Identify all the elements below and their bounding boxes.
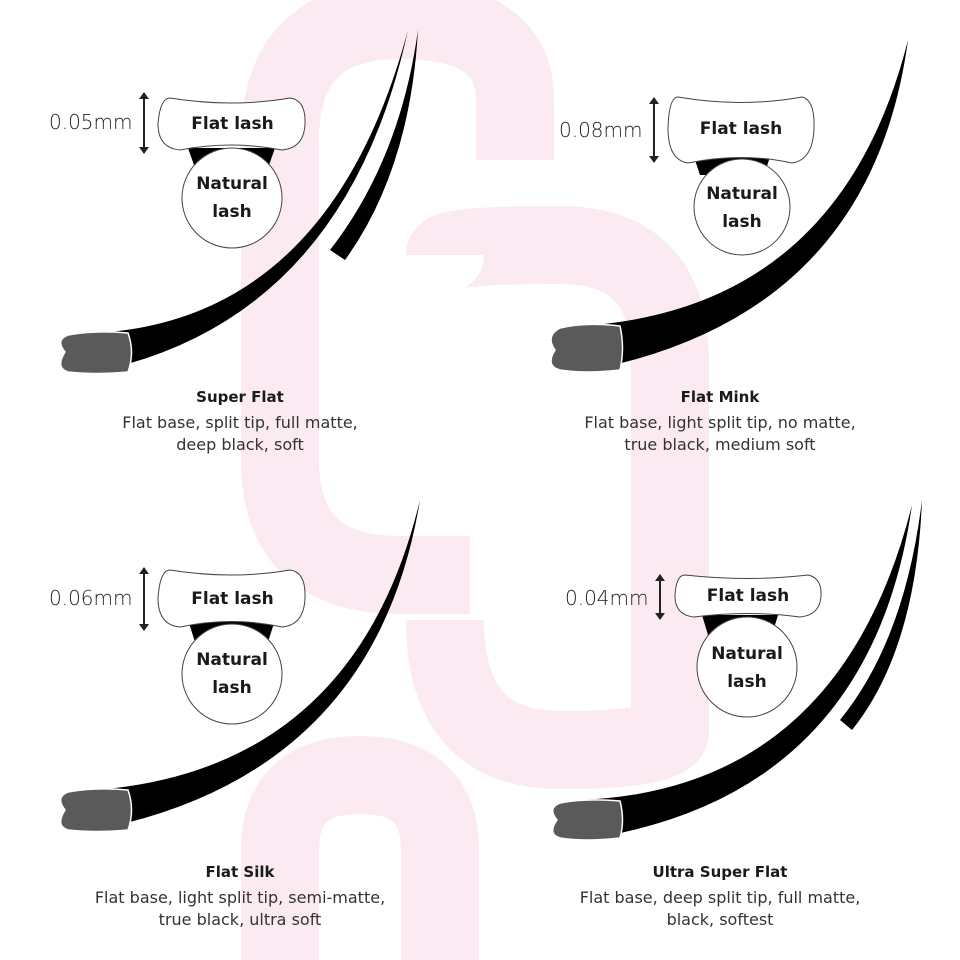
natural-lash-label-line: lash — [727, 672, 767, 692]
natural-lash-label: Natural lash — [697, 640, 797, 696]
natural-lash-label-line: Natural — [706, 184, 778, 204]
thickness-label: 0.05mm — [49, 110, 133, 134]
natural-lash-label: Natural lash — [692, 180, 792, 236]
natural-lash-label-line: lash — [212, 202, 252, 222]
watermark-stroke — [406, 205, 709, 790]
lash-caption: Ultra Super Flat Flat base, deep split t… — [480, 863, 960, 931]
lash-illustration — [551, 500, 922, 841]
natural-lash-label: Natural lash — [182, 170, 282, 226]
lash-panel-super-flat: 0.05mm Flat lash Natural lash Super Flat… — [0, 0, 480, 480]
lash-description-line: Flat base, deep split tip, full matte, — [579, 888, 861, 907]
natural-lash-outline — [181, 147, 283, 249]
natural-lash-outline — [181, 623, 283, 725]
flat-lash-outline — [674, 574, 822, 618]
flat-lash-label: Flat lash — [191, 589, 274, 609]
lash-description-line: deep black, soft — [176, 435, 304, 454]
lash-illustration — [550, 40, 908, 373]
thickness-arrow — [655, 574, 665, 620]
lash-description: Flat base, light split tip, semi-matte, … — [0, 887, 480, 931]
flat-lash-outline — [157, 97, 306, 151]
lash-illustration — [59, 500, 420, 833]
flat-lash-outline — [667, 96, 815, 164]
lash-description: Flat base, deep split tip, full matte, b… — [480, 887, 960, 931]
lash-title: Super Flat — [196, 388, 284, 406]
natural-lash-outline — [693, 158, 791, 256]
lash-description-line: true black, ultra soft — [158, 910, 322, 929]
thickness-arrow — [139, 92, 149, 154]
thickness-arrow — [649, 97, 659, 163]
lash-illustration — [59, 30, 418, 375]
lash-description-line: Flat base, split tip, full matte, — [122, 413, 358, 432]
natural-lash-label-line: Natural — [196, 174, 268, 194]
natural-lash-label: Natural lash — [182, 646, 282, 702]
lash-caption: Super Flat Flat base, split tip, full ma… — [0, 388, 480, 456]
lash-panel-flat-mink: 0.08mm Flat lash Natural lash Flat Mink … — [480, 0, 960, 480]
lash-panel-ultra-super-flat: 0.04mm Flat lash Natural lash Ultra Supe… — [480, 470, 960, 950]
lash-description: Flat base, light split tip, no matte, tr… — [480, 412, 960, 456]
flat-lash-label: Flat lash — [699, 119, 783, 139]
lash-base — [550, 323, 624, 373]
thickness-label: 0.08mm — [559, 118, 643, 142]
lash-description: Flat base, split tip, full matte, deep b… — [0, 412, 480, 456]
lash-caption: Flat Silk Flat base, light split tip, se… — [0, 863, 480, 931]
lash-description-line: Flat base, light split tip, semi-matte, — [94, 888, 386, 907]
lash-description-line: Flat base, light split tip, no matte, — [584, 413, 856, 432]
lash-base — [551, 799, 624, 841]
flat-lash-label: Flat lash — [706, 586, 790, 606]
lash-split-tip — [330, 30, 418, 260]
lash-title: Flat Silk — [205, 863, 275, 881]
natural-lash-outline — [696, 616, 798, 718]
flat-lash-outline — [157, 569, 306, 628]
lash-base — [59, 331, 133, 375]
watermark-stroke — [241, 735, 479, 960]
lash-base — [59, 788, 133, 833]
thickness-arrow — [139, 567, 149, 631]
natural-lash-label-line: Natural — [711, 644, 783, 664]
thickness-label: 0.06mm — [49, 586, 133, 610]
watermark-stroke — [241, 0, 554, 614]
flat-lash-label: Flat lash — [191, 114, 274, 134]
lash-description-line: black, softest — [666, 910, 774, 929]
natural-lash-label-line: lash — [212, 678, 252, 698]
natural-lash-label-line: Natural — [196, 650, 268, 670]
thickness-label: 0.04mm — [565, 586, 649, 610]
lash-title: Flat Mink — [680, 388, 760, 406]
lash-title: Ultra Super Flat — [652, 863, 788, 881]
lash-caption: Flat Mink Flat base, light split tip, no… — [480, 388, 960, 456]
lash-description-line: true black, medium soft — [624, 435, 816, 454]
lash-split-tip — [840, 500, 922, 730]
lash-panel-flat-silk: 0.06mm Flat lash Natural lash Flat Silk … — [0, 470, 480, 950]
natural-lash-label-line: lash — [722, 212, 762, 232]
